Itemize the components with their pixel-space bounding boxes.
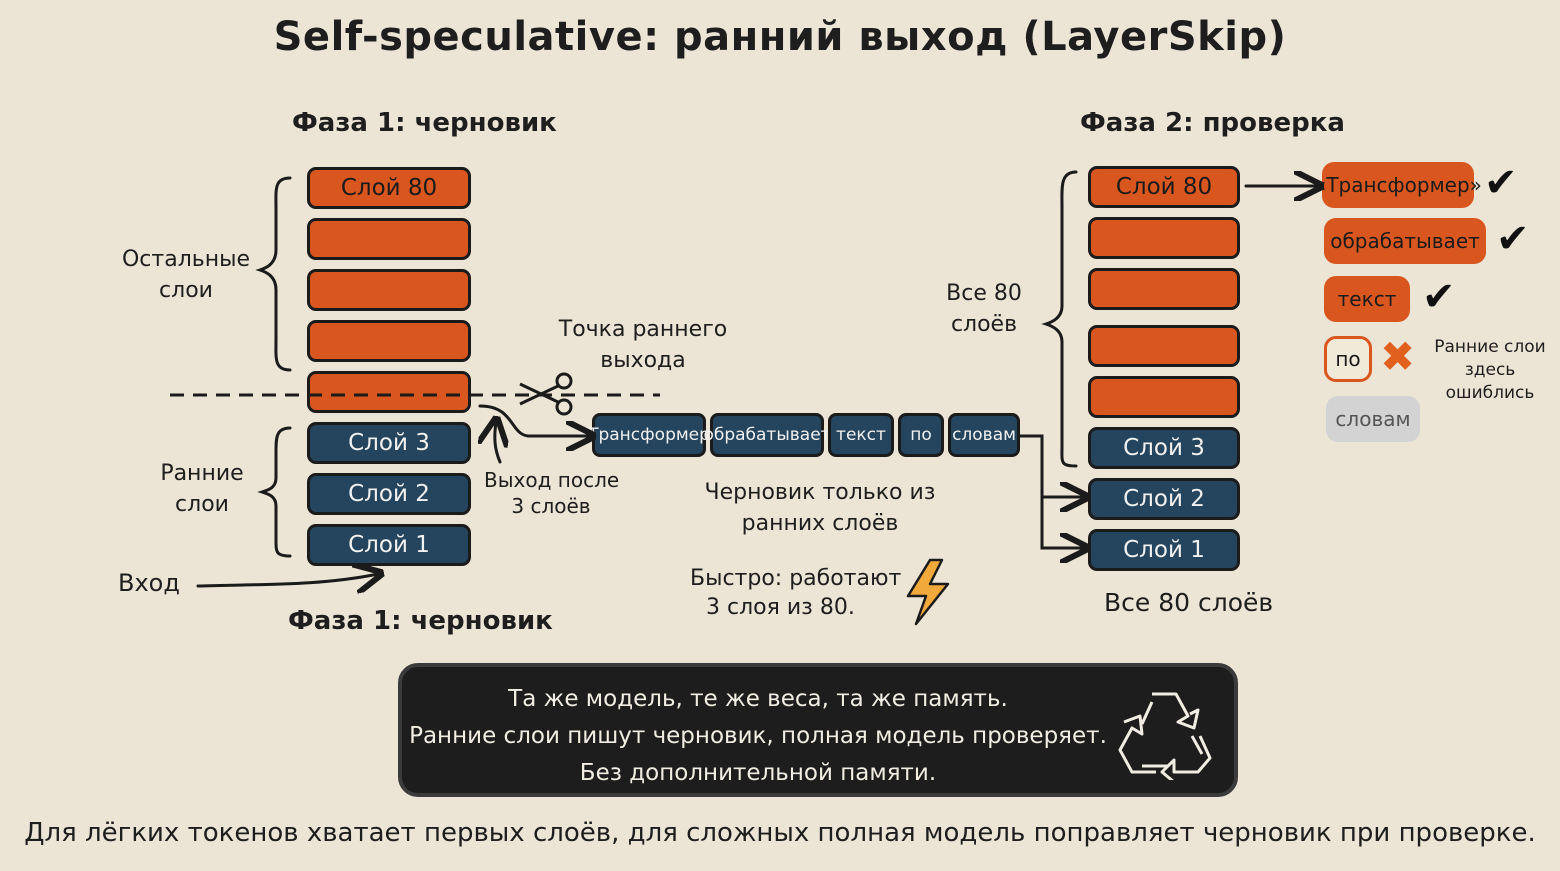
input-arrow [196,574,378,586]
summary-box: Та же модель, те же веса, та же память. … [398,663,1238,797]
left-layer-3: Слой 3 [307,422,471,464]
lightning-icon [906,558,950,626]
exit-after-arrow [495,422,500,464]
recycle-icon [1118,692,1212,780]
input-label: Вход [118,569,180,597]
right-layer-80: Слой 80 [1088,166,1240,208]
phase-1-footer-heading: Фаза 1: черновик [288,606,553,636]
left-layer-upper [307,218,471,260]
draft-arrow [478,404,590,436]
check-icon: ✔ [1422,274,1456,320]
right-layer-3: Слой 3 [1088,427,1240,469]
summary-line: Ранние слои пишут черновик, полная модел… [409,723,1107,749]
right-layer-upper [1088,376,1240,418]
draft-token: обрабатывает [703,413,831,457]
draft-token: текст [828,413,894,457]
draft-token: по [898,413,944,457]
right-layer-upper [1088,268,1240,310]
scissors-icon [519,372,573,416]
right-layer-upper [1088,217,1240,259]
check-icon: ✔ [1484,160,1518,206]
to-verify-arrow [1018,434,1084,548]
right-layer-upper [1088,325,1240,367]
draft-token: словам [948,413,1020,457]
right-layer-2: Слой 2 [1088,478,1240,520]
summary-line: Без дополнительной памяти. [579,760,937,786]
left-layer-80: Слой 80 [307,167,471,209]
all-layers-bottom-label: Все 80 слоёв [1104,588,1274,617]
phase-1-heading: Фаза 1: черновик [292,108,557,138]
early-layers-brace [257,426,292,558]
summary-line: Та же модель, те же веса, та же память. [508,686,1008,712]
left-layer-1: Слой 1 [307,524,471,566]
check-icon: ✔ [1496,216,1530,262]
verified-token-discarded: словам [1326,396,1420,442]
right-layer-1: Слой 1 [1088,529,1240,571]
verified-token-accepted: обрабатывает [1324,218,1486,264]
verified-token-rejected: по [1324,336,1372,382]
verified-token-accepted: «Трансформер» [1314,162,1482,208]
cross-icon: ✖ [1380,332,1416,381]
footer-caption: Для лёгких токенов хватает первых слоёв,… [24,818,1536,848]
left-layer-exit [307,371,471,413]
draft-token: «Трансформер» [578,413,720,457]
page-title: Self-speculative: ранний выход (LayerSki… [273,14,1287,60]
verified-token-accepted: текст [1324,276,1410,322]
phase-2-heading: Фаза 2: проверка [1080,108,1345,138]
left-layer-2: Слой 2 [307,473,471,515]
left-layer-upper [307,269,471,311]
all-layers-brace [1041,170,1078,468]
left-layer-upper [307,320,471,362]
rest-layers-brace [255,176,292,372]
